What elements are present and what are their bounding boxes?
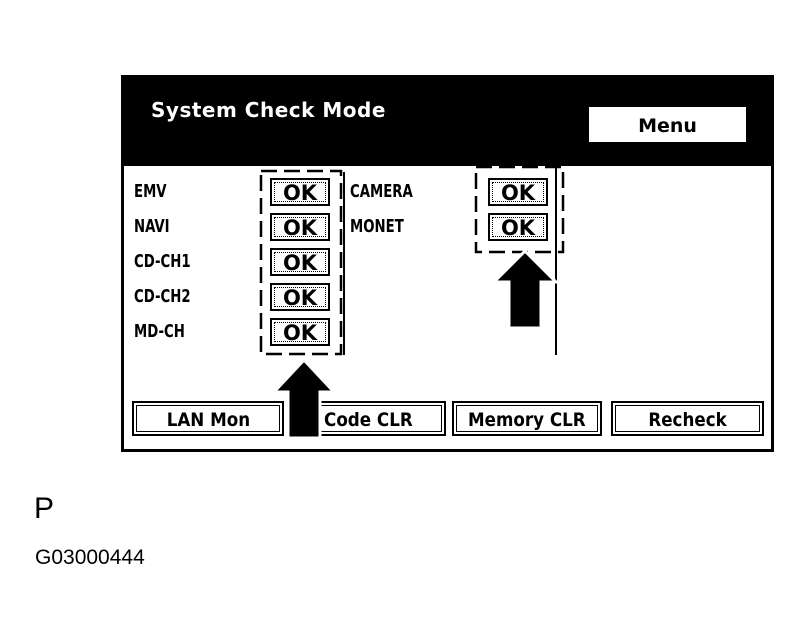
status-badge-emv: OK — [270, 178, 330, 206]
code-clr-button[interactable]: Code CLR — [291, 401, 446, 436]
status-badge-md-ch: OK — [270, 318, 330, 346]
figure-letter: P — [34, 492, 55, 525]
item-label-emv: EMV — [134, 181, 167, 202]
system-check-screen: System Check Mode Menu EMV NAVI CD-CH1 C… — [121, 75, 774, 452]
figure-code: G03000444 — [35, 546, 145, 569]
status-badge-navi: OK — [270, 213, 330, 241]
recheck-button[interactable]: Recheck — [611, 401, 764, 436]
item-label-monet: MONET — [350, 216, 404, 237]
recheck-button-label: Recheck — [648, 409, 727, 431]
item-label-camera: CAMERA — [350, 181, 413, 202]
page-title: System Check Mode — [151, 98, 386, 122]
item-label-navi: NAVI — [134, 216, 170, 237]
item-label-md-ch: MD-CH — [134, 321, 185, 342]
memory-clr-button[interactable]: Memory CLR — [452, 401, 602, 436]
item-label-cd-ch2: CD-CH2 — [134, 286, 191, 307]
lan-mon-button[interactable]: LAN Mon — [132, 401, 284, 436]
status-badge-cd-ch2: OK — [270, 283, 330, 311]
status-badge-monet: OK — [488, 213, 548, 241]
item-label-cd-ch1: CD-CH1 — [134, 251, 191, 272]
lan-mon-button-label: LAN Mon — [166, 409, 250, 431]
status-badge-cd-ch1: OK — [270, 248, 330, 276]
menu-button[interactable]: Menu — [589, 107, 746, 142]
status-badge-camera: OK — [488, 178, 548, 206]
code-clr-button-label: Code CLR — [324, 409, 413, 431]
header-bar: System Check Mode Menu — [124, 78, 771, 166]
memory-clr-button-label: Memory CLR — [468, 409, 586, 431]
